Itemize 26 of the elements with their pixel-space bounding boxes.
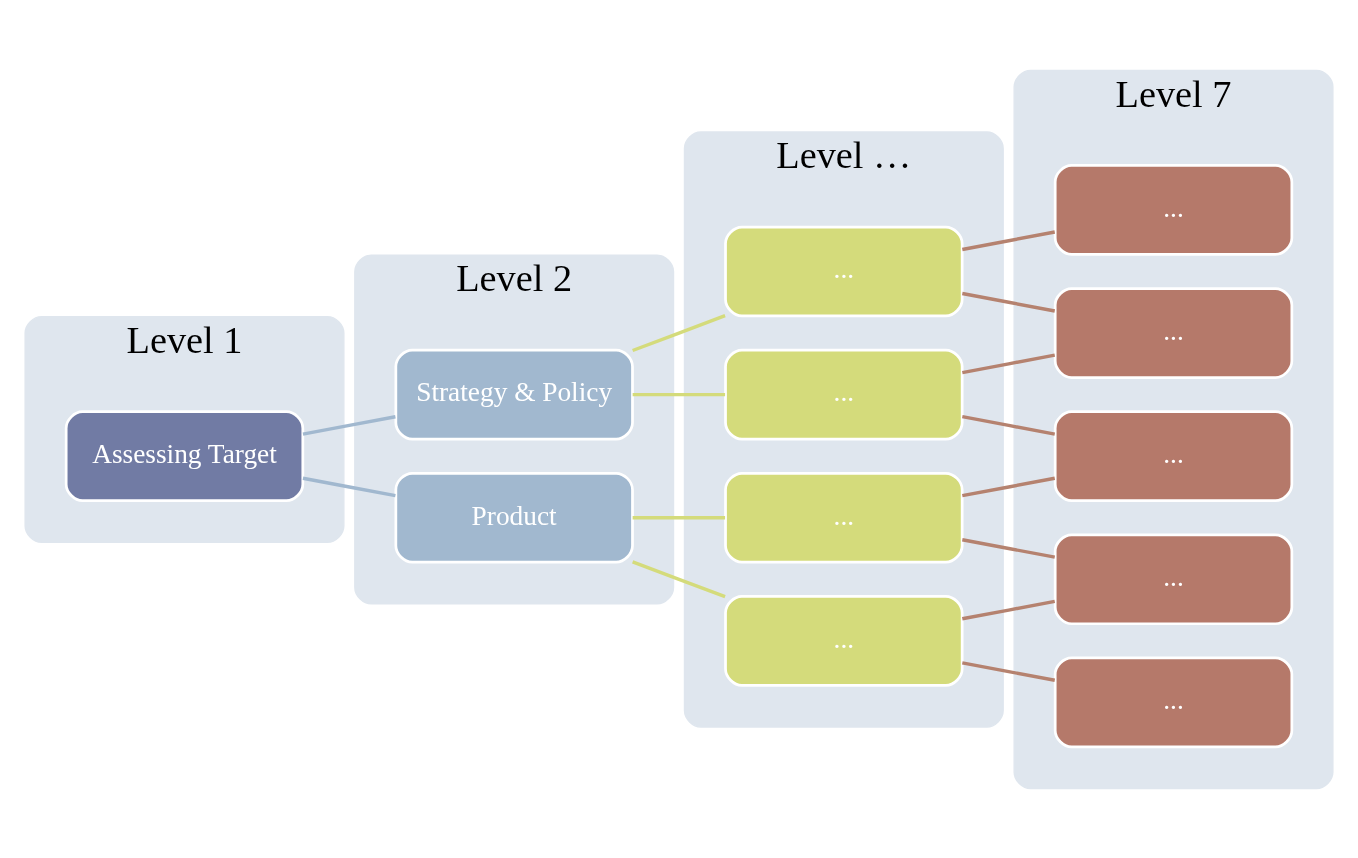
connector (632, 392, 726, 396)
node-box: ... (724, 225, 964, 317)
connector (302, 414, 396, 436)
node-box: Assessing Target (64, 409, 305, 502)
connector (962, 476, 1056, 497)
connector (962, 414, 1056, 436)
connector (962, 537, 1056, 559)
node-box: Strategy & Policy (394, 348, 634, 440)
node-box: ... (1053, 163, 1294, 256)
node-box: ... (1053, 409, 1294, 502)
node-box: ... (724, 348, 964, 440)
node-box: ... (724, 594, 964, 687)
connector (632, 313, 726, 352)
connector (302, 476, 396, 497)
node-box: ... (1053, 286, 1294, 379)
connector (632, 515, 726, 519)
connector (962, 353, 1056, 374)
node-box: ... (1053, 532, 1294, 625)
node-box: ... (724, 471, 964, 564)
connector (962, 229, 1056, 251)
connector (962, 660, 1056, 682)
connector (962, 599, 1056, 620)
node-box: Product (394, 471, 634, 564)
node-box: ... (1053, 656, 1294, 748)
connector (962, 291, 1056, 313)
connector (632, 559, 726, 598)
